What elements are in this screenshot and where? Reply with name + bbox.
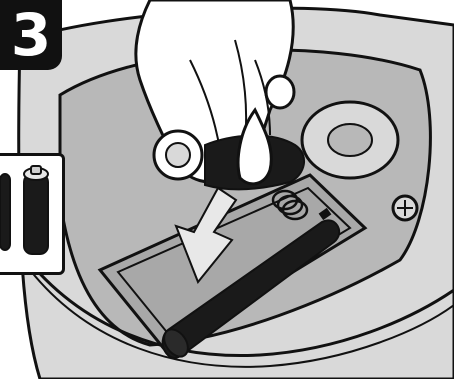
step-number: 3 (11, 1, 51, 69)
battery-icon (0, 156, 62, 272)
top-post (266, 76, 294, 108)
battery-inset (0, 153, 65, 275)
right-post-hole (328, 124, 372, 156)
knob-inner (166, 143, 190, 167)
step-badge: 3 (0, 0, 62, 70)
